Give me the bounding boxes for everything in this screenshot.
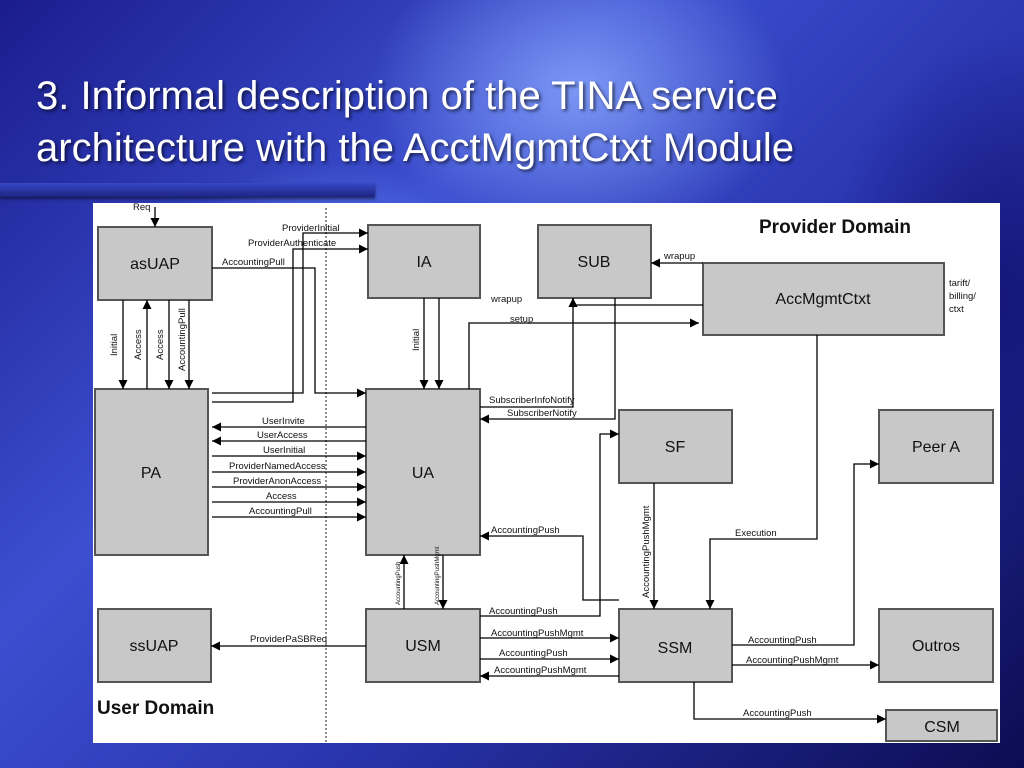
accounting-push-peer-label: AccountingPush — [748, 635, 817, 646]
ssm-label: SSM — [658, 640, 693, 657]
provider-initial-arrow — [212, 228, 368, 394]
subscriber-info-notify-arrow — [480, 298, 578, 408]
accounting-push-1-label: AccountingPush — [489, 606, 558, 617]
accounting-push-ua-arrow — [480, 531, 619, 601]
setup-label: setup — [510, 314, 533, 325]
outros-box: Outros — [878, 608, 994, 683]
architecture-diagram: asUAP IA SUB AccMgmtCtxt PA UA SF Peer A… — [93, 203, 1000, 743]
accounting-pull-top-label: AccountingPull — [222, 257, 285, 268]
slide-title: 3. Informal description of the TINA serv… — [36, 70, 936, 174]
wrapup-sub-label: wrapup — [663, 251, 695, 262]
ua-box: UA — [365, 388, 481, 556]
user-domain-label: User Domain — [97, 698, 214, 719]
svg-text:ctxt: ctxt — [949, 304, 964, 315]
provider-authenticate-label: ProviderAuthenticate — [248, 238, 336, 249]
provider-pasb-req-label: ProviderPaSBReq — [250, 634, 327, 645]
accounting-push-1-arrow — [480, 429, 619, 617]
wrapup-ua-label: wrapup — [490, 294, 522, 305]
accounting-push-ua-label: AccountingPush — [491, 525, 560, 536]
sub-label: SUB — [578, 254, 611, 271]
ia-label: IA — [416, 254, 431, 271]
accounting-push-csm-label: AccountingPush — [743, 708, 812, 719]
accounting-pull-pa-label: AccountingPull — [249, 506, 312, 517]
svg-text:billing/: billing/ — [949, 291, 976, 302]
usm-label: USM — [405, 638, 441, 655]
initial-vert-label: Initial — [109, 334, 120, 356]
provider-anon-access-label: ProviderAnonAccess — [233, 476, 321, 487]
asuap-box: asUAP — [97, 226, 213, 301]
access-vert-label-2: Access — [155, 329, 166, 360]
peer-a-label: Peer A — [912, 439, 960, 456]
sf-label: SF — [665, 439, 686, 456]
peer-a-box: Peer A — [878, 409, 994, 484]
ssm-box: SSM — [618, 608, 733, 683]
svg-text:tarift/: tarift/ — [949, 278, 970, 289]
subscriber-info-notify-label: SubscriberInfoNotify — [489, 395, 575, 406]
user-initial-label: UserInitial — [263, 445, 305, 456]
subscriber-notify-label: SubscriberNotify — [507, 408, 577, 419]
outros-label: Outros — [912, 638, 960, 655]
sf-box: SF — [618, 409, 733, 484]
req-label: Req — [133, 203, 150, 213]
provider-initial-label: ProviderInitial — [282, 223, 340, 234]
initial-ia-label: Initial — [411, 329, 422, 351]
ssuap-box: ssUAP — [97, 608, 212, 683]
usm-box: USM — [365, 608, 481, 683]
wrapup-ua-arrow — [568, 298, 703, 308]
asuap-label: asUAP — [130, 256, 180, 273]
provider-authenticate-arrow — [212, 244, 368, 403]
title-line-2: architecture with the AcctMgmtCtxt Modul… — [36, 126, 795, 170]
accounting-push-mgmt-sf-label: AccountingPushMgmt — [641, 505, 652, 598]
access-vert-label-1: Access — [133, 329, 144, 360]
provider-named-access-label: ProviderNamedAccess — [229, 461, 326, 472]
pa-label: PA — [141, 465, 161, 482]
subscriber-notify-arrow — [480, 298, 616, 424]
title-line-1: 3. Informal description of the TINA serv… — [36, 74, 778, 118]
user-invite-label: UserInvite — [262, 416, 305, 427]
accounting-push-mgmt-usm-vert-label: AccountingPushMgmt — [435, 546, 441, 605]
accounting-pull-vert-label: AccountingPull — [177, 308, 188, 371]
csm-box: CSM — [885, 709, 998, 742]
accounting-push-peer-arrow — [732, 459, 879, 646]
access-pa-label: Access — [266, 491, 297, 502]
execution-arrow — [705, 335, 818, 609]
accounting-push-usm-vert-label: AccountingPush — [396, 562, 402, 605]
accounting-pull-top-arrow — [212, 267, 366, 398]
ia-box: IA — [367, 224, 481, 299]
user-access-label: UserAccess — [257, 430, 308, 441]
accmgmtctxt-box: AccMgmtCtxt — [702, 262, 945, 336]
ssuap-label: ssUAP — [130, 638, 179, 655]
tarift-billing-ctxt-note: tarift/ billing/ ctxt — [949, 278, 976, 315]
accounting-push-2-label: AccountingPush — [499, 648, 568, 659]
sub-box: SUB — [537, 224, 652, 299]
execution-label: Execution — [735, 528, 777, 539]
ua-label: UA — [412, 465, 435, 482]
accmgmtctxt-label: AccMgmtCtxt — [775, 291, 871, 308]
title-underline-bar — [0, 183, 375, 197]
setup-arrow — [468, 318, 699, 389]
pa-box: PA — [94, 388, 209, 556]
csm-label: CSM — [924, 719, 960, 736]
accounting-push-csm-arrow — [693, 682, 886, 724]
accounting-push-mgmt-2-label: AccountingPushMgmt — [494, 665, 587, 676]
accounting-push-mgmt-outros-label: AccountingPushMgmt — [746, 655, 839, 666]
accounting-push-mgmt-1-label: AccountingPushMgmt — [491, 628, 584, 639]
provider-domain-label: Provider Domain — [759, 217, 911, 238]
